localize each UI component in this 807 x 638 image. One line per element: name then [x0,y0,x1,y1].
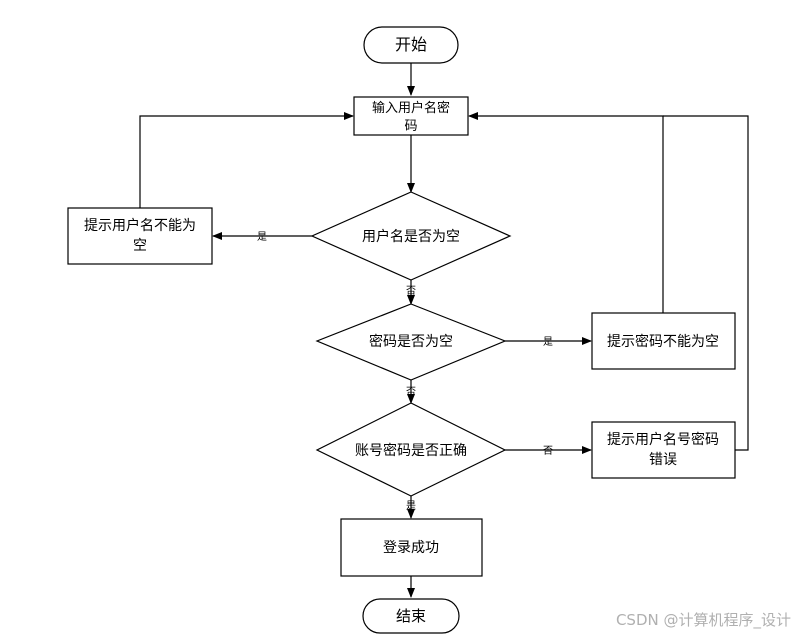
check-credentials-label: 账号密码是否正确 [355,442,467,459]
prompt-username-line2: 空 [133,238,147,254]
edge-credentials-loop [663,115,749,451]
check-password-label: 密码是否为空 [369,333,453,350]
edge-label-password-yes: 是 [543,336,553,348]
prompt-credentials-wrong-box [591,421,736,479]
login-success-box [340,518,483,577]
check-username-decision [310,191,512,281]
edge-label-credentials-no: 否 [543,445,553,457]
end-label: 结束 [396,607,426,625]
prompt-password-empty-box [591,312,736,370]
edge-username-loop [139,112,354,208]
login-success-label: 登录成功 [383,540,439,556]
end-terminal [362,598,460,634]
prompt-credentials-line1: 提示用户名号密码 [607,431,719,448]
edge-label-credentials-yes: 是 [406,500,416,512]
check-username-label: 用户名是否为空 [362,228,460,245]
prompt-password-label: 提示密码不能为空 [607,333,719,350]
input-label-line2: 码 [404,119,417,134]
edge-password-loop [468,112,664,313]
edge-label-username-no: 否 [406,285,416,297]
input-label-line1: 输入用户名密 [372,100,450,116]
check-credentials-decision [315,402,507,497]
watermark: CSDN @计算机程序_设计 [615,611,791,629]
edge-label-password-no: 否 [406,386,416,398]
prompt-username-empty-box [67,207,213,265]
prompt-username-line1: 提示用户名不能为 [84,217,196,234]
input-process [353,96,469,136]
check-password-decision [315,303,507,381]
edge-label-username-yes: 是 [257,231,267,243]
start-label: 开始 [395,35,427,54]
start-terminal [363,26,459,64]
prompt-credentials-line2: 错误 [649,452,677,468]
